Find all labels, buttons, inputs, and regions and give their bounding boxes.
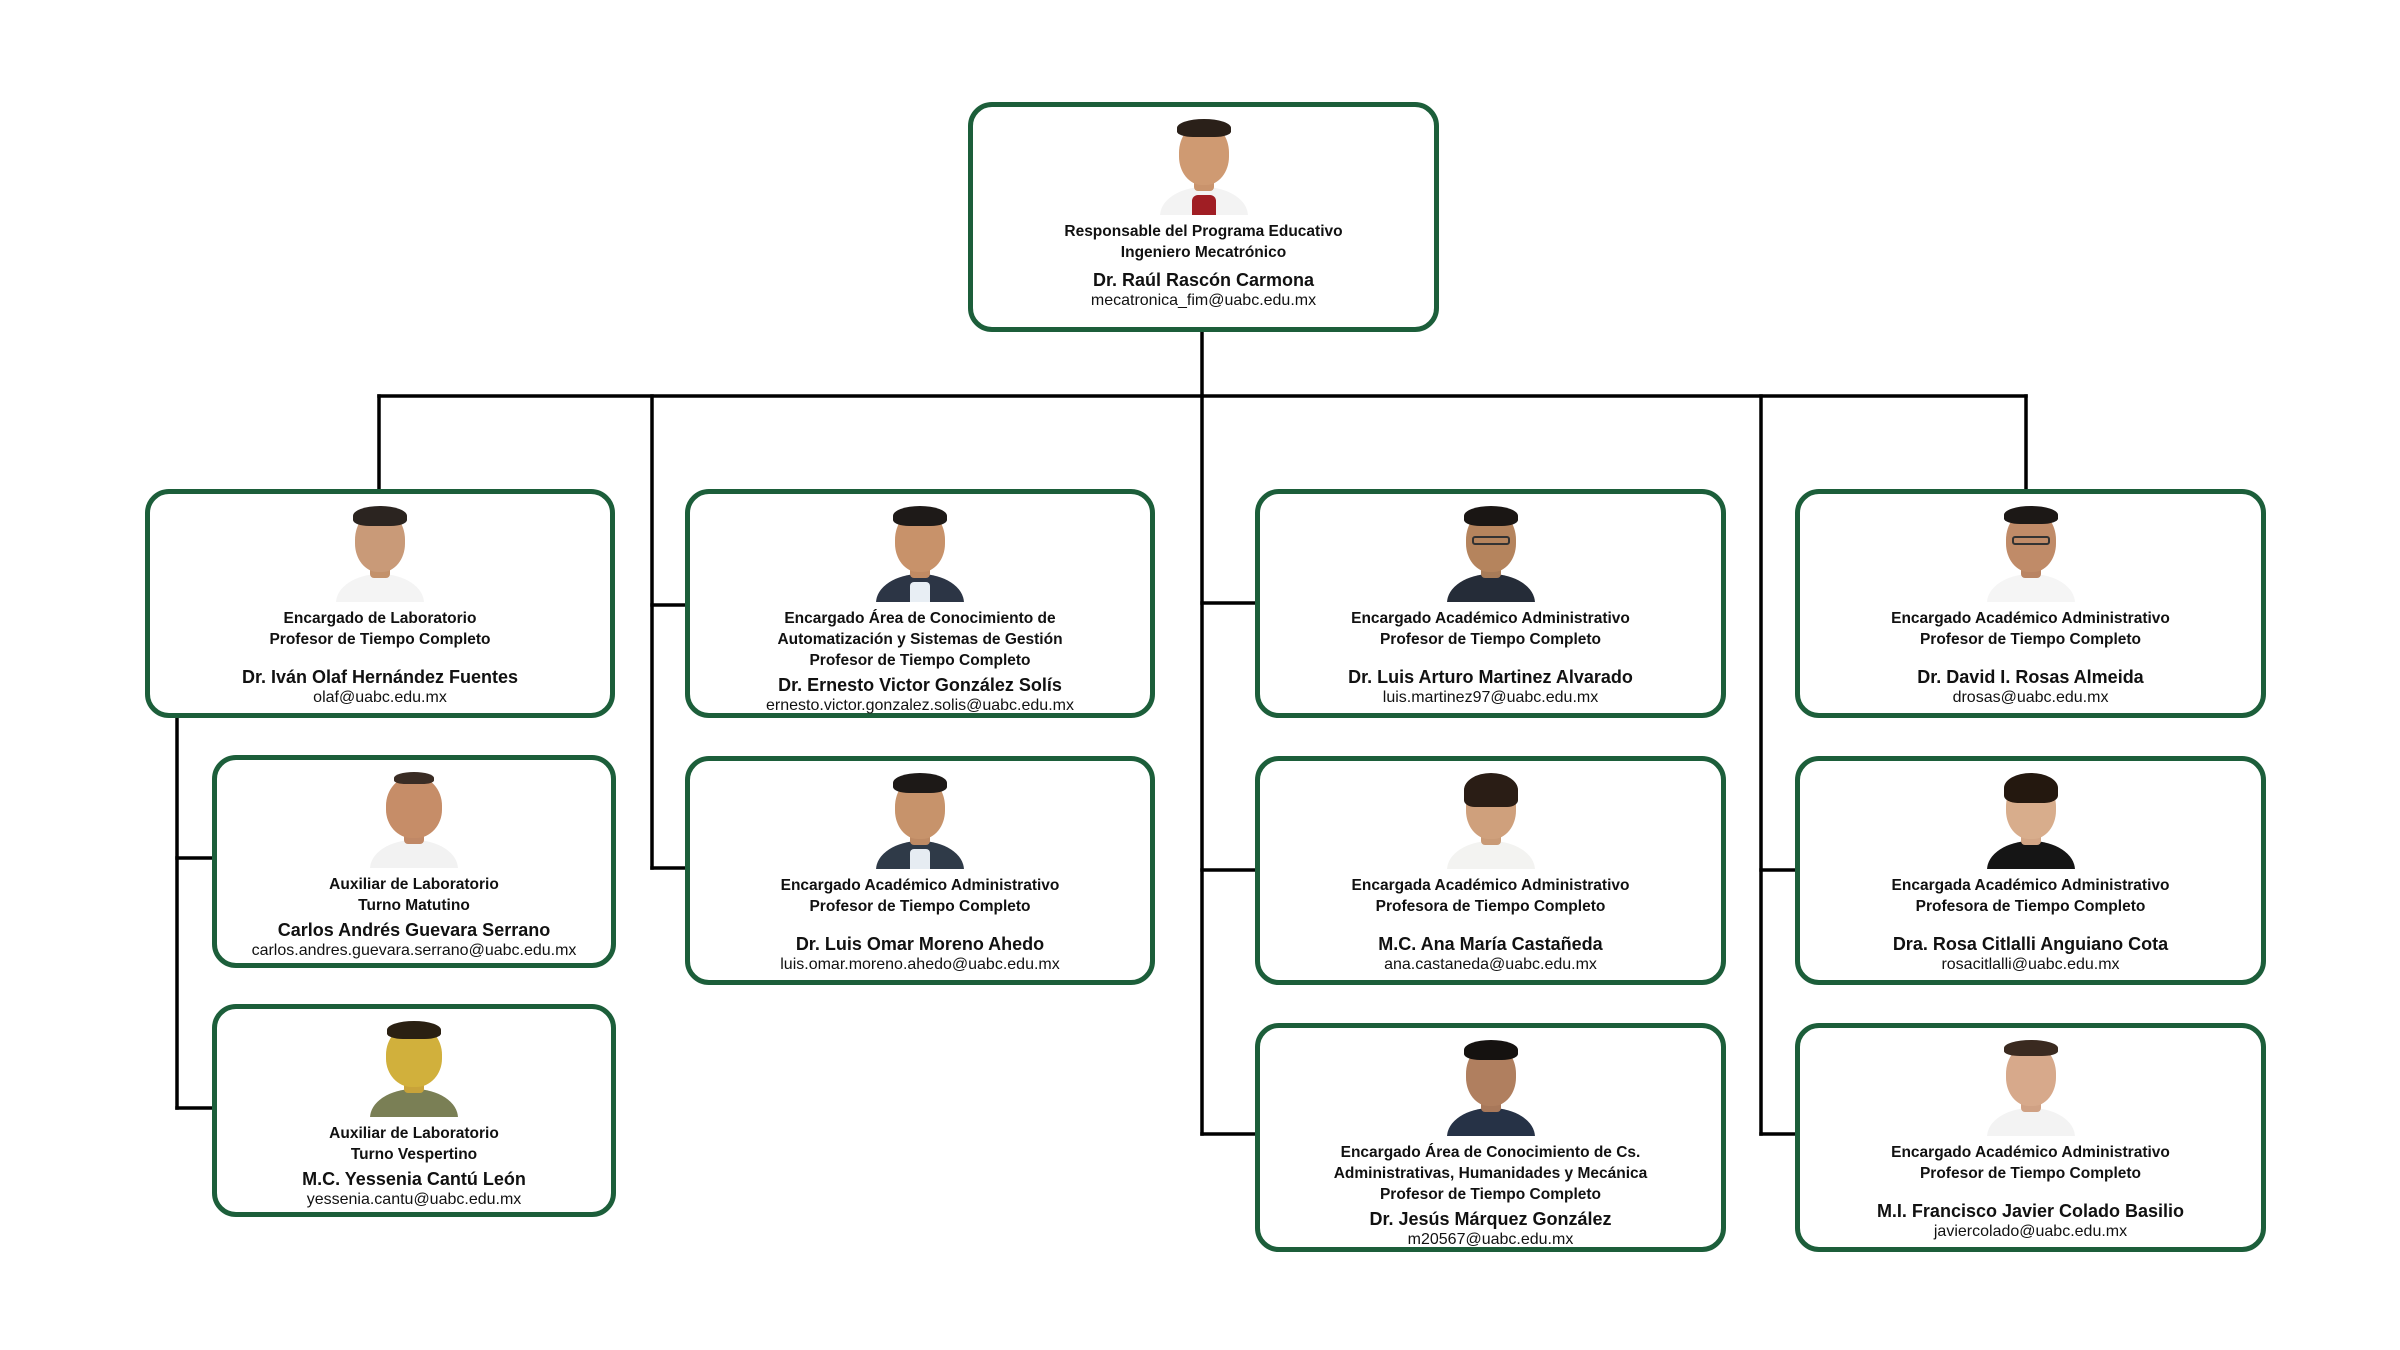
member-card[interactable]: Encargado Académico Administrativo Profe… [685, 756, 1155, 985]
email-link[interactable]: drosas@uabc.edu.mx [1952, 689, 2109, 706]
member-card[interactable]: Encargado Académico Administrativo Profe… [1795, 1023, 2266, 1252]
email-link[interactable]: ernesto.victor.gonzalez.solis@uabc.edu.m… [766, 697, 1074, 714]
person-name: Dr. Ernesto Victor González Solís [778, 675, 1062, 695]
email-link[interactable]: javiercolado@uabc.edu.mx [1933, 1223, 2128, 1240]
role-title: Responsable del Programa Educativo Ingen… [1064, 223, 1343, 261]
person-name: M.I. Francisco Javier Colado Basilio [1876, 1201, 2185, 1221]
role-title: Encargado Área de Conocimiento de Automa… [777, 610, 1063, 669]
avatar [1441, 769, 1541, 869]
person-name: Dr. Raúl Rascón Carmona [1092, 270, 1315, 290]
email-link[interactable]: olaf@uabc.edu.mx [313, 689, 447, 706]
member-card[interactable]: Encargado Área de Conocimiento de Cs. Ad… [1255, 1023, 1726, 1252]
member-card[interactable]: Encargado de Laboratorio Profesor de Tie… [145, 489, 615, 718]
email-link[interactable]: carlos.andres.guevara.serrano@uabc.edu.m… [251, 942, 577, 959]
avatar [1154, 115, 1254, 215]
avatar [1441, 1036, 1541, 1136]
role-title: Encargado de Laboratorio Profesor de Tie… [269, 610, 491, 648]
role-title: Auxiliar de Laboratorio Turno Matutino [329, 876, 499, 914]
email-link[interactable]: yessenia.cantu@uabc.edu.mx [306, 1191, 522, 1208]
member-card[interactable]: Encargado Área de Conocimiento de Automa… [685, 489, 1155, 718]
avatar [364, 768, 464, 868]
avatar [1981, 1036, 2081, 1136]
person-name: Dr. Jesús Márquez González [1369, 1209, 1612, 1229]
role-title: Encargado Académico Administrativo Profe… [1891, 610, 2170, 648]
email-link[interactable]: luis.martinez97@uabc.edu.mx [1382, 689, 1599, 706]
person-name: M.C. Yessenia Cantú León [302, 1169, 526, 1189]
person-name: Dr. Luis Omar Moreno Ahedo [795, 934, 1045, 954]
email-link[interactable]: rosacitlalli@uabc.edu.mx [1941, 956, 2120, 973]
root-card[interactable]: Responsable del Programa Educativo Ingen… [968, 102, 1439, 332]
person-name: M.C. Ana María Castañeda [1378, 934, 1603, 954]
member-card[interactable]: Encargado Académico Administrativo Profe… [1255, 489, 1726, 718]
role-title: Auxiliar de Laboratorio Turno Vespertino [329, 1125, 499, 1163]
member-card[interactable]: Auxiliar de Laboratorio Turno Vespertino… [212, 1004, 616, 1217]
avatar [870, 502, 970, 602]
member-card[interactable]: Encargado Académico Administrativo Profe… [1795, 489, 2266, 718]
email-link[interactable]: m20567@uabc.edu.mx [1407, 1231, 1574, 1248]
role-title: Encargado Área de Conocimiento de Cs. Ad… [1333, 1144, 1648, 1203]
member-card[interactable]: Encargada Académico Administrativo Profe… [1255, 756, 1726, 985]
person-name: Dr. Luis Arturo Martinez Alvarado [1348, 667, 1633, 687]
person-name: Dr. David I. Rosas Almeida [1917, 667, 2144, 687]
person-name: Dra. Rosa Citlalli Anguiano Cota [1892, 934, 2169, 954]
email-link[interactable]: ana.castaneda@uabc.edu.mx [1384, 956, 1597, 973]
member-card[interactable]: Encargada Académico Administrativo Profe… [1795, 756, 2266, 985]
role-title: Encargado Académico Administrativo Profe… [1891, 1144, 2170, 1182]
person-name: Dr. Iván Olaf Hernández Fuentes [241, 667, 519, 687]
avatar [1981, 502, 2081, 602]
role-title: Encargado Académico Administrativo Profe… [1351, 610, 1630, 648]
email-link[interactable]: luis.omar.moreno.ahedo@uabc.edu.mx [780, 956, 1060, 973]
avatar [1981, 769, 2081, 869]
member-card[interactable]: Auxiliar de Laboratorio Turno Matutino C… [212, 755, 616, 968]
person-name: Carlos Andrés Guevara Serrano [277, 920, 551, 940]
role-title: Encargada Académico Administrativo Profe… [1891, 877, 2170, 915]
role-title: Encargada Académico Administrativo Profe… [1351, 877, 1630, 915]
avatar [364, 1017, 464, 1117]
avatar [1441, 502, 1541, 602]
role-title: Encargado Académico Administrativo Profe… [780, 877, 1060, 915]
avatar [870, 769, 970, 869]
avatar [330, 502, 430, 602]
email-link[interactable]: mecatronica_fim@uabc.edu.mx [1090, 292, 1317, 309]
